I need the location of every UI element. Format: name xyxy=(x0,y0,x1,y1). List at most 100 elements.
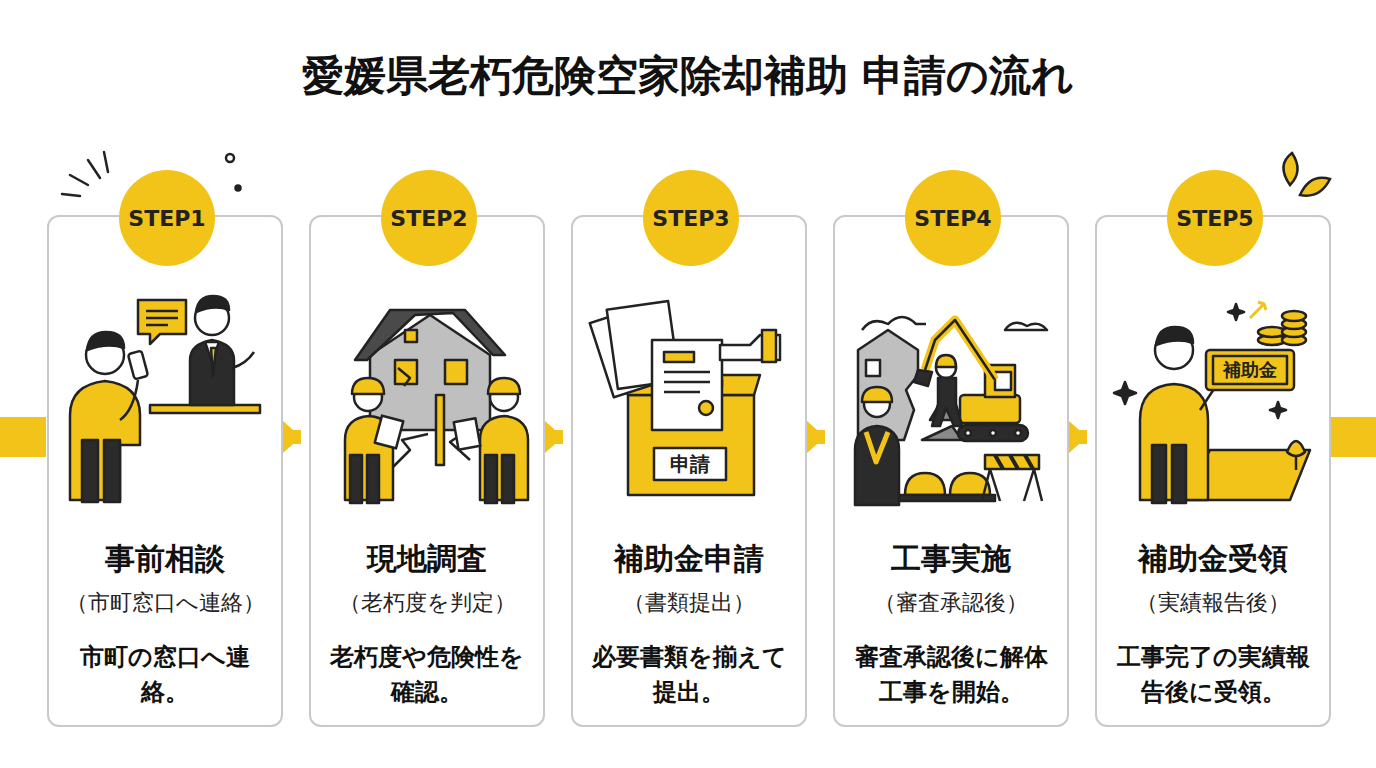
decoration-part xyxy=(226,154,234,162)
consultation-scene-part xyxy=(120,380,138,420)
receipt-scene-part xyxy=(1250,302,1266,318)
flow-arrow xyxy=(1069,430,1087,444)
survey-scene xyxy=(345,310,528,503)
demolition-scene-part xyxy=(866,360,880,376)
decoration-part xyxy=(104,152,108,172)
survey-scene-part xyxy=(488,378,520,394)
application-scene-part xyxy=(652,340,722,430)
decoration-part xyxy=(70,175,88,185)
demolition-scene-part xyxy=(858,330,918,440)
application-scene xyxy=(590,301,780,495)
step-badge: STEP4 xyxy=(905,170,1001,266)
receipt-scene-part xyxy=(1206,350,1294,390)
step-description: 老朽度や危険性を確認。 xyxy=(329,640,525,710)
survey-scene-part xyxy=(485,455,497,503)
survey-scene-part xyxy=(436,395,444,465)
diagram-title: 愛媛県老朽危険空家除却補助 申請の流れ xyxy=(0,48,1376,104)
step-heading: 工事実施 xyxy=(891,539,1011,580)
demolition-scene-part xyxy=(905,473,945,495)
demolition-scene-part xyxy=(900,495,995,501)
demolition-scene-part xyxy=(862,387,892,402)
step-number: STEP3 xyxy=(652,206,729,231)
consultation-scene-part xyxy=(87,332,124,350)
demolition-scene xyxy=(855,317,1047,505)
step-number: STEP1 xyxy=(128,206,205,231)
demolition-scene-part xyxy=(936,355,956,367)
step-card: 事前相談（市町窓口へ連絡）市町の窓口へ連絡。STEP1 xyxy=(47,215,283,727)
survey-scene-part xyxy=(502,455,514,503)
survey-scene-part xyxy=(454,418,481,449)
demolition-scene-part xyxy=(982,469,1042,501)
step-description: 市町の窓口へ連絡。 xyxy=(67,640,263,710)
step-subheading: （書類提出） xyxy=(623,588,755,618)
decoration-part xyxy=(1283,153,1297,185)
consultation-scene-part xyxy=(232,352,254,368)
demolition-scene-part xyxy=(866,432,888,462)
step-heading: 補助金受領 xyxy=(1138,539,1288,580)
step-heading: 補助金申請 xyxy=(614,539,764,580)
step-number: STEP2 xyxy=(390,206,467,231)
decoration-part xyxy=(62,194,80,196)
consultation-scene-part xyxy=(190,340,234,405)
application-scene-part xyxy=(699,401,713,415)
step-description: 必要書類を揃えて提出。 xyxy=(591,640,787,710)
consultation-scene-part xyxy=(82,440,98,502)
consultation-scene xyxy=(70,296,260,502)
receipt-scene-part xyxy=(1287,441,1305,456)
step-subheading: （老朽度を判定） xyxy=(339,588,516,618)
step-description: 審査承認後に解体工事を開始。 xyxy=(853,640,1049,710)
demolition-scene-part xyxy=(995,372,1011,390)
step-badge: STEP2 xyxy=(381,170,477,266)
step-subheading: （市町窓口へ連絡） xyxy=(66,588,265,618)
demolition-scene-part xyxy=(1005,323,1047,330)
step-badge: STEP5 xyxy=(1167,170,1263,266)
illustration-label: 補助金 xyxy=(1213,356,1287,384)
step-heading: 事前相談 xyxy=(105,539,225,580)
demolition-scene-part xyxy=(1015,430,1021,436)
decoration-part xyxy=(236,186,241,191)
flow-arrow xyxy=(807,430,825,444)
survey-scene-part xyxy=(445,360,467,384)
side-bars-part xyxy=(0,417,46,457)
step-heading: 現地調査 xyxy=(367,539,487,580)
demolition-scene-part xyxy=(862,317,926,330)
receipt-scene-part xyxy=(1152,445,1166,503)
demolition-scene-part xyxy=(925,320,995,380)
step-badge: STEP3 xyxy=(643,170,739,266)
receipt-scene-part xyxy=(1282,311,1306,321)
demolition-scene-part xyxy=(990,430,996,436)
demolition-scene-part xyxy=(985,455,1039,469)
flow-arrow xyxy=(283,430,301,444)
consultation-scene-part xyxy=(211,348,216,376)
application-scene-part xyxy=(664,371,710,374)
demolition-scene-part xyxy=(965,430,971,436)
decoration-part xyxy=(88,160,100,178)
step-card: 補助金受領（実績報告後）工事完了の実績報告後に受領。STEP5 xyxy=(1095,215,1331,727)
consultation-scene-part xyxy=(138,300,186,344)
decoration-part xyxy=(1300,178,1330,196)
survey-scene-part xyxy=(352,378,384,394)
consultation-scene-part xyxy=(146,324,168,327)
receipt-scene-part xyxy=(1228,304,1244,320)
application-scene-part xyxy=(762,330,776,362)
demolition-scene-part xyxy=(855,426,899,505)
consultation-scene-part xyxy=(146,310,178,313)
demolition-scene-part xyxy=(914,370,932,386)
step-badge: STEP1 xyxy=(119,170,215,266)
illustration-label: 申請 xyxy=(654,448,726,480)
consultation-scene-part xyxy=(196,296,229,312)
survey-scene-part xyxy=(367,455,379,503)
survey-scene-part xyxy=(350,455,362,503)
demolition-scene-part xyxy=(932,378,962,426)
application-scene-part xyxy=(664,381,710,384)
consultation-scene-part xyxy=(146,317,178,320)
step-card: 工事実施（審査承認後）審査承認後に解体工事を開始。STEP4 xyxy=(833,215,1069,727)
application-scene-part xyxy=(664,352,694,362)
step-number: STEP4 xyxy=(914,206,991,231)
side-bars-part xyxy=(1331,417,1376,457)
consultation-scene-part xyxy=(128,351,148,380)
survey-scene-part xyxy=(375,416,403,449)
consultation-scene-part xyxy=(104,440,120,502)
step-subheading: （実績報告後） xyxy=(1136,588,1290,618)
flow-arrow xyxy=(545,430,563,444)
